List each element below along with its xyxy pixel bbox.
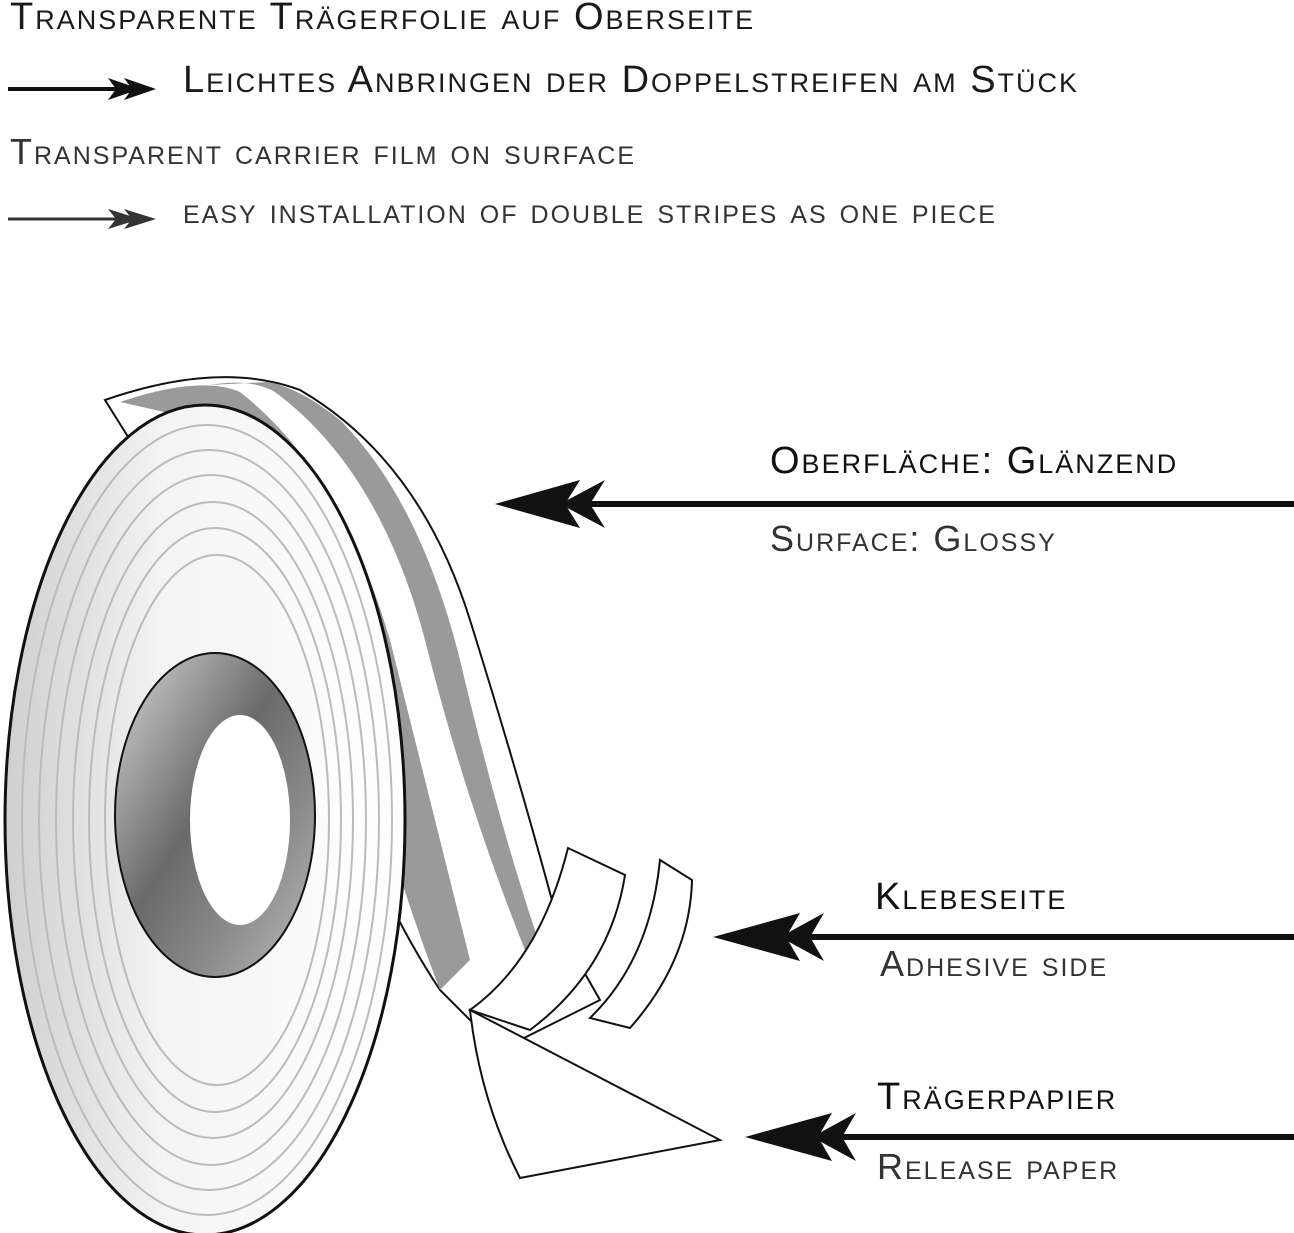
header-line-de-1: Transparente Trägerfolie auf Oberseite — [10, 0, 756, 38]
arrow-right-icon — [8, 78, 156, 100]
release-label-en: Release paper — [877, 1146, 1120, 1187]
adhesive-label-de: Klebeseite — [875, 876, 1068, 918]
arrow-right-icon — [8, 209, 156, 229]
header-line-en-2: easy installation of double stripes as o… — [183, 190, 997, 231]
header-line-de-2: Leichtes Anbringen der Doppelstreifen am… — [183, 59, 1080, 101]
arrow-left-icon — [495, 480, 1294, 528]
arrow-left-icon — [713, 913, 1294, 961]
tape-roll — [3, 376, 724, 1233]
adhesive-label-en: Adhesive side — [880, 943, 1109, 984]
surface-label-en: Surface: Glossy — [770, 518, 1057, 559]
arrow-left-icon — [745, 1113, 1294, 1161]
surface-label-de: Oberfläche: Glänzend — [770, 440, 1179, 482]
header-line-en-1: Transparent carrier film on surface — [10, 131, 637, 172]
release-label-de: Trägerpapier — [877, 1076, 1118, 1118]
